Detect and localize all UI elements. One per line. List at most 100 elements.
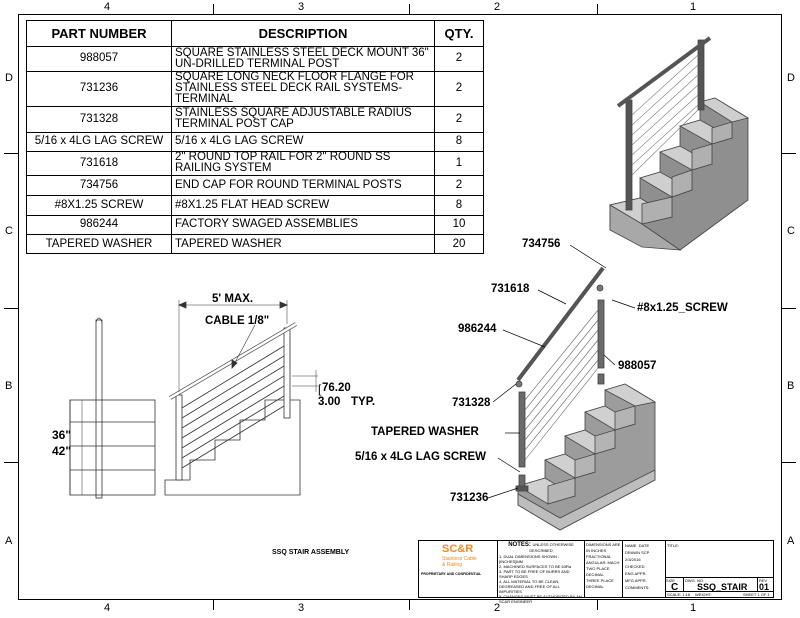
date-header: DATE — [638, 543, 650, 548]
zone-row-c-right: C — [787, 225, 795, 237]
drawing-frame — [18, 14, 782, 600]
side-view-stair — [69, 317, 156, 499]
notes-title: NOTES: — [508, 542, 531, 548]
bom-qty: 2 — [434, 106, 484, 133]
callout-end-cap: 734756 — [522, 238, 561, 250]
title-block: NOTES: UNLESS OTHERWISE DESCRIBED 1. DUA… — [418, 540, 774, 604]
spacing-typ-label: TYP. — [351, 396, 376, 408]
zone-tick — [4, 462, 18, 463]
callout-terminal-post: 988057 — [618, 360, 657, 372]
zone-col-4-bottom: 4 — [104, 602, 111, 614]
notes-subtitle: UNLESS OTHERWISE DESCRIBED — [529, 542, 574, 553]
bom-header-description: DESCRIPTION — [171, 20, 435, 47]
bom-description: SQUARE LONG NECK FLOOR FLANGE FOR STAINL… — [171, 70, 435, 108]
callout-post-cap: 731328 — [452, 397, 491, 409]
bom-qty: 20 — [434, 234, 484, 254]
callout-screw: #8x1.25_SCREW — [637, 302, 728, 314]
tolerance-line: TWO PLACE DECIMAL — [586, 566, 610, 577]
company-tagline-1: Stainless Cable — [442, 556, 477, 562]
notes-line: 5. CHANGES MUST BE AUTHORIZED BY AN SC&R… — [499, 594, 582, 604]
zone-tick — [409, 600, 410, 610]
notes-line: 3. PART TO BE FREE OF BURRS AND SHARP ED… — [499, 569, 570, 579]
bracket-glyph: [ — [318, 382, 322, 396]
zone-tick — [213, 600, 214, 610]
bom-header-row: PART NUMBER DESCRIPTION QTY. — [26, 20, 484, 47]
side-view-railing — [164, 300, 318, 496]
revision-value: 01 — [759, 582, 770, 592]
callout-lag-screw: 5/16 x 4LG LAG SCREW — [355, 451, 487, 463]
bom-part-number: 731236 — [26, 70, 172, 108]
bom-part-number: 731328 — [26, 106, 172, 133]
zone-tick — [782, 462, 796, 463]
proprietary-label: PROPRIETARY AND CONFIDENTIAL — [421, 572, 482, 576]
bom-description: STAINLESS SQUARE ADJUSTABLE RADIUS TERMI… — [171, 106, 435, 133]
zone-row-a-left: A — [5, 535, 13, 547]
tolerance-line: FRACTIONAL — [586, 554, 612, 559]
zone-row-a-right: A — [787, 535, 795, 547]
bom-qty: 2 — [434, 70, 484, 108]
drawing-number: SSQ_STAIR — [697, 582, 748, 592]
zone-col-3-bottom: 3 — [298, 602, 305, 614]
cable-size-label: CABLE 1/8" — [205, 315, 270, 327]
zone-row-d-left: D — [5, 72, 13, 84]
mfg-appr-label: MFG APPR. — [625, 578, 647, 583]
zone-tick — [409, 4, 410, 14]
zone-col-4-top: 4 — [104, 1, 111, 13]
size-header: SIZE — [666, 578, 675, 583]
drawn-label: DRAWN — [625, 550, 640, 555]
scale-label: SCALE: 1:16 — [667, 592, 691, 597]
height-42-label: 42" — [52, 444, 72, 458]
zone-tick — [4, 308, 18, 309]
spacing-in-label: 3.00 — [318, 396, 341, 408]
comments-label: COMMENTS: — [625, 585, 650, 590]
eng-appr-label: ENG APPR. — [625, 571, 647, 576]
span-dimension-label: 5' MAX. — [212, 293, 254, 305]
drawn-by-value: SCP — [641, 550, 650, 555]
zone-col-3-top: 3 — [298, 1, 305, 13]
company-tagline-2: & Railing — [442, 562, 463, 568]
checked-label: CHECKED — [625, 564, 645, 569]
approvals-section: DIMENSIONS ARE IN INCHES FRACTIONAL ANGU… — [585, 541, 666, 597]
notes-line: 2. MACHINED SURFACES TO BE 63Ra — [499, 564, 572, 569]
bom-part-number: 731618 — [26, 150, 172, 177]
zone-tick — [782, 153, 796, 154]
drawn-date-value: 2/3/2016 — [625, 557, 641, 562]
zone-tick — [597, 600, 598, 610]
callout-floor-flange: 731236 — [450, 492, 489, 504]
company-name: SC&R — [442, 543, 474, 555]
title-header: TITLE: — [667, 543, 680, 548]
tolerance-line: DIMENSIONS ARE IN INCHES — [586, 542, 621, 553]
notes-line: 4. ALL MATERIAL TO BE CLEAN, DEGREASED A… — [499, 579, 560, 594]
callout-leaders — [487, 244, 636, 499]
callout-tapered-washer: TAPERED WASHER — [371, 426, 479, 438]
zone-col-2-top: 2 — [494, 1, 501, 13]
weight-label: WEIGHT: — [695, 592, 712, 597]
bom-description: TAPERED WASHER — [171, 234, 435, 254]
zone-row-c-left: C — [5, 225, 13, 237]
exploded-assembly — [515, 266, 657, 531]
zone-tick — [597, 4, 598, 14]
zone-row-b-right: B — [787, 380, 795, 392]
bom-header-qty: QTY. — [434, 20, 484, 47]
notes-section: NOTES: UNLESS OTHERWISE DESCRIBED 1. DUA… — [497, 541, 585, 604]
zone-tick — [782, 308, 796, 309]
zone-col-1-bottom: 1 — [690, 602, 697, 614]
name-header: NAME — [625, 543, 637, 548]
notes-line: 1. DUAL DIMENSIONS SHOWN : [INCHES]MM — [499, 554, 560, 564]
iso-stair-top-right — [608, 36, 750, 251]
bom-qty: 1 — [434, 150, 484, 177]
tolerance-line: ANGULAR: MACH — [586, 560, 620, 565]
zone-row-d-right: D — [787, 72, 795, 84]
spacing-mm-label: 76.20 — [322, 382, 351, 394]
height-36-label: 36" — [52, 428, 72, 442]
sheet-label: SHEET 1 OF 1 — [743, 592, 770, 597]
bom-description: 2" ROUND TOP RAIL FOR 2" ROUND SS RAILIN… — [171, 150, 435, 177]
bom-description: SQUARE STAINLESS STEEL DECK MOUNT 36" UN… — [171, 46, 435, 72]
